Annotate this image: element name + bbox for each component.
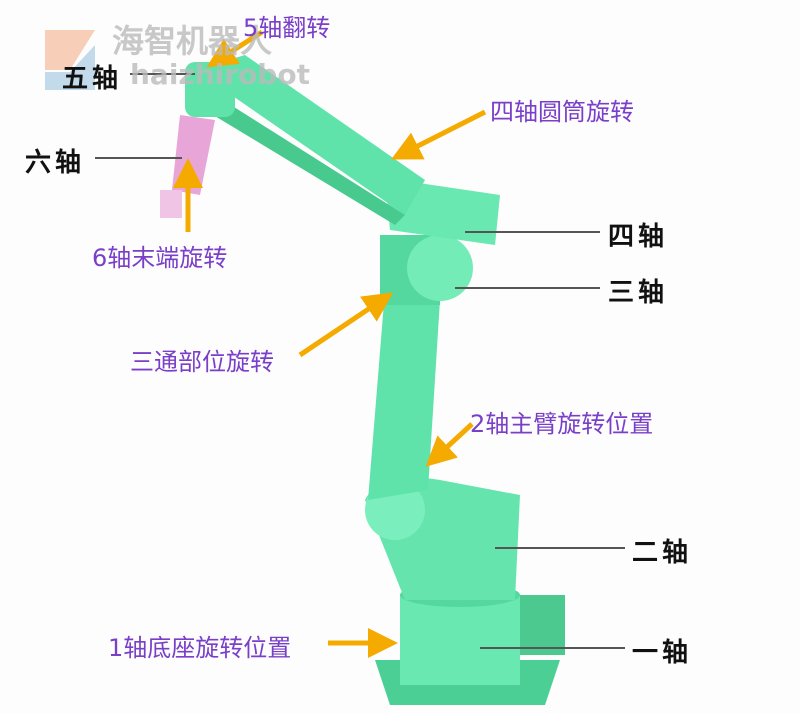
label-axis5: 五轴 (62, 64, 123, 94)
watermark-en: haizhirobot (130, 58, 310, 91)
label-axis2: 二轴 (632, 538, 693, 568)
label-flip5: 5轴翻转 (243, 14, 331, 42)
robot-forearm (195, 55, 425, 225)
label-rot6: 6轴末端旋转 (92, 244, 228, 272)
leader-lines (95, 73, 625, 649)
watermark-cn: 海智机器人 (112, 22, 273, 60)
label-arm2: 2轴主臂旋转位置 (470, 410, 654, 438)
robot-main-arm (368, 290, 440, 500)
arrows (173, 29, 487, 658)
robot-lower-body (365, 477, 520, 600)
robot-joint-3 (380, 235, 473, 305)
label-base1: 1轴底座旋转位置 (108, 634, 292, 662)
label-rot4: 四轴圆筒旋转 (490, 98, 634, 126)
robot-base (375, 583, 565, 705)
label-axis1: 一轴 (632, 638, 693, 668)
label-axis4: 四轴 (608, 222, 669, 252)
label-tee: 三通部位旋转 (130, 348, 274, 376)
label-axis3: 三轴 (608, 278, 669, 308)
watermark-logo (45, 30, 95, 90)
label-axis6: 六轴 (25, 148, 86, 178)
